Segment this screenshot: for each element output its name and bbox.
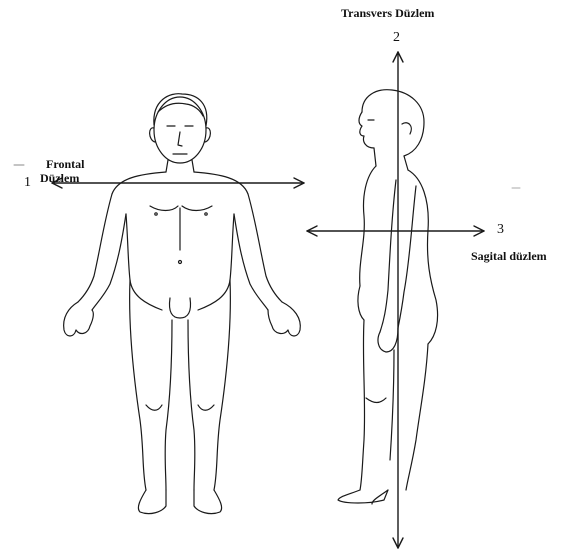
sagittal-axis-arrow bbox=[307, 226, 484, 236]
sagittal-plane-number: 3 bbox=[497, 223, 504, 237]
transverse-axis-arrow bbox=[393, 52, 403, 548]
frontal-plane-number: 1 bbox=[24, 176, 31, 190]
front-view-human-figure bbox=[64, 94, 301, 514]
frontal-plane-label-line1: Frontal bbox=[46, 157, 84, 171]
frontal-axis-arrow bbox=[52, 178, 304, 188]
transverse-plane-number: 2 bbox=[393, 31, 400, 45]
side-view-human-figure bbox=[338, 90, 438, 504]
sagittal-plane-label: Sagital düzlem bbox=[471, 249, 547, 263]
frontal-plane-label-line2: Düzlem bbox=[40, 171, 79, 185]
transverse-plane-label: Transvers Düzlem bbox=[341, 6, 434, 20]
